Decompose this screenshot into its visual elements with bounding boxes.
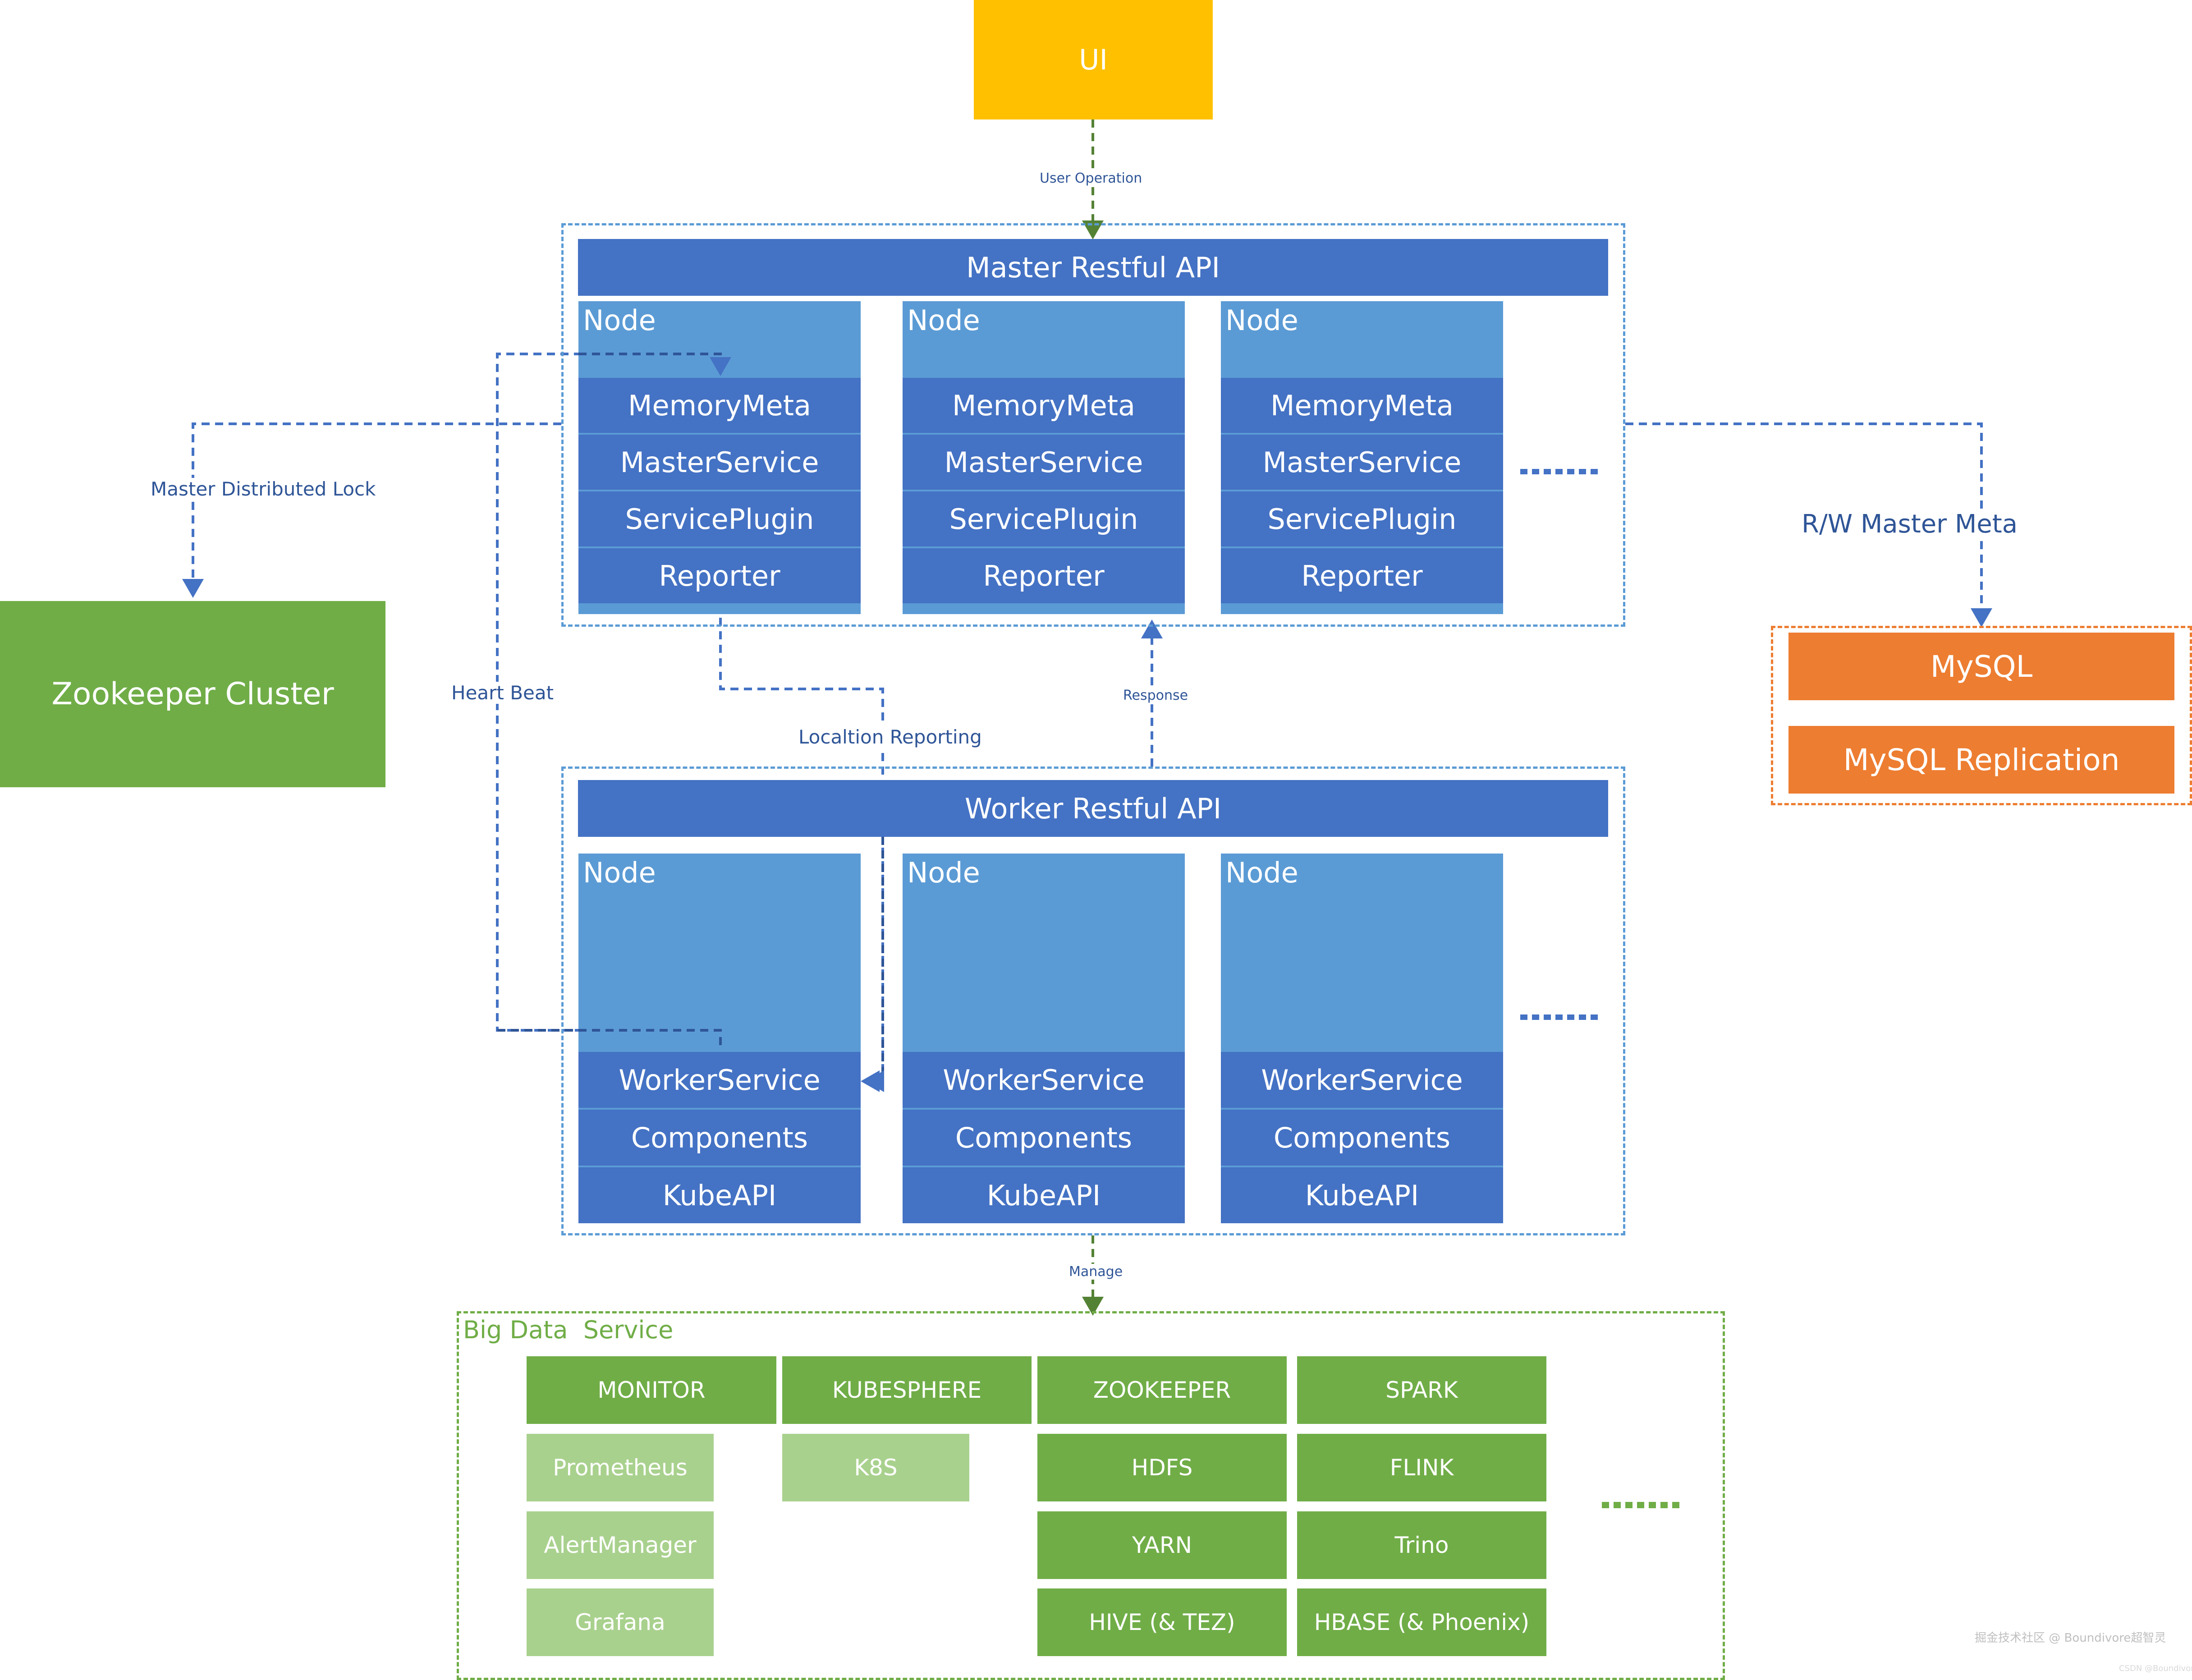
service-header-kubesphere: KUBESPHERE [782,1356,1032,1424]
kube-api: KubeAPI [578,1166,861,1223]
big-data-service-group [457,1311,1725,1680]
worker-node-2-label: Node [907,856,980,889]
service-plugin: ServicePlugin [578,490,861,546]
service-item-yarn: YARN [1037,1511,1287,1579]
ui-box: UI [974,0,1213,119]
service-plugin: ServicePlugin [903,490,1185,546]
worker-restful-api: Worker Restful API [578,780,1608,837]
reporter: Reporter [578,546,861,603]
service-item-trino: Trino [1297,1511,1546,1579]
heart-beat-label: Heart Beat [449,682,557,704]
kube-api: KubeAPI [1221,1166,1503,1223]
master-api-label: Master Restful API [966,251,1220,284]
service-header-monitor: MONITOR [527,1356,776,1424]
components: Components [578,1108,861,1166]
master-distributed-lock-label: Master Distributed Lock [148,478,379,500]
service-item-hbase: HBASE (& Phoenix) [1297,1588,1546,1656]
ui-label: UI [1079,43,1108,76]
worker-node-3-label: Node [1225,856,1298,889]
user-operation-label: User Operation [1037,170,1145,186]
memory-meta: MemoryMeta [903,376,1185,433]
master-cluster [561,223,1625,627]
worker-service: WorkerService [578,1050,861,1108]
big-data-service-title: Big Data Service [463,1316,674,1344]
master-service: MasterService [1221,433,1503,490]
master-distributed-lock-arrow [182,422,561,598]
rw-master-meta-label: R/W Master Meta [1799,510,2021,539]
service-item-alertmanager: AlertManager [527,1511,714,1579]
service-item-hdfs: HDFS [1037,1434,1287,1501]
localtion-reporting-label: Localtion Reporting [796,726,985,748]
service-item-grafana: Grafana [527,1588,714,1656]
memory-meta: MemoryMeta [1221,376,1503,433]
localtion-reporting-arrow [719,604,884,1092]
service-item-prometheus: Prometheus [527,1434,714,1501]
response-label: Response [1120,688,1191,703]
service-item-flink: FLINK [1297,1434,1546,1501]
kube-api: KubeAPI [903,1166,1185,1223]
master-node-2: Node MemoryMeta MasterService ServicePlu… [903,301,1185,614]
manage-label: Manage [1066,1264,1126,1280]
worker-service: WorkerService [1221,1050,1503,1108]
watermark-line2: CSDN @Boundivore [2119,1664,2192,1673]
master-node-3-label: Node [1225,304,1298,337]
mysql-box: MySQL [1788,633,2174,700]
localtion-reporting-overlay [865,837,884,1092]
master-restful-api: Master Restful API [578,239,1608,296]
service-plugin: ServicePlugin [1221,490,1503,546]
service-header-zookeeper: ZOOKEEPER [1037,1356,1287,1424]
worker-node-3: Node WorkerService Components KubeAPI [1221,854,1503,1223]
database-group [1771,626,2192,805]
master-node-1: Node MemoryMeta MasterService ServicePlu… [578,301,861,614]
zookeeper-cluster: Zookeeper Cluster [0,601,385,787]
worker-api-label: Worker Restful API [964,792,1222,825]
watermark-line1: 掘金技术社区 @ Boundivore超智灵 [1975,1631,2166,1645]
master-service: MasterService [578,433,861,490]
service-item-hive: HIVE (& TEZ) [1037,1588,1287,1656]
worker-node-1: Node WorkerService Components KubeAPI [578,854,861,1223]
worker-node-1-label: Node [583,856,656,889]
master-node-3: Node MemoryMeta MasterService ServicePlu… [1221,301,1503,614]
master-node-2-label: Node [907,304,980,337]
master-node-1-label: Node [583,304,656,337]
master-service: MasterService [903,433,1185,490]
mysql-replication-box: MySQL Replication [1788,726,2174,794]
service-item-k8s: K8S [782,1434,969,1501]
reporter: Reporter [903,546,1185,603]
heart-beat-overlay [497,1029,722,1051]
zookeeper-label: Zookeeper Cluster [51,676,334,712]
memory-meta: MemoryMeta [578,376,861,433]
reporter: Reporter [1221,546,1503,603]
heart-beat-master-overlay [578,353,731,376]
components: Components [903,1108,1185,1166]
service-header-spark: SPARK [1297,1356,1546,1424]
components: Components [1221,1108,1503,1166]
worker-cluster [561,767,1625,1235]
worker-service: WorkerService [903,1050,1185,1108]
rw-master-meta-arrow [1625,422,1992,627]
worker-node-2: Node WorkerService Components KubeAPI [903,854,1185,1223]
